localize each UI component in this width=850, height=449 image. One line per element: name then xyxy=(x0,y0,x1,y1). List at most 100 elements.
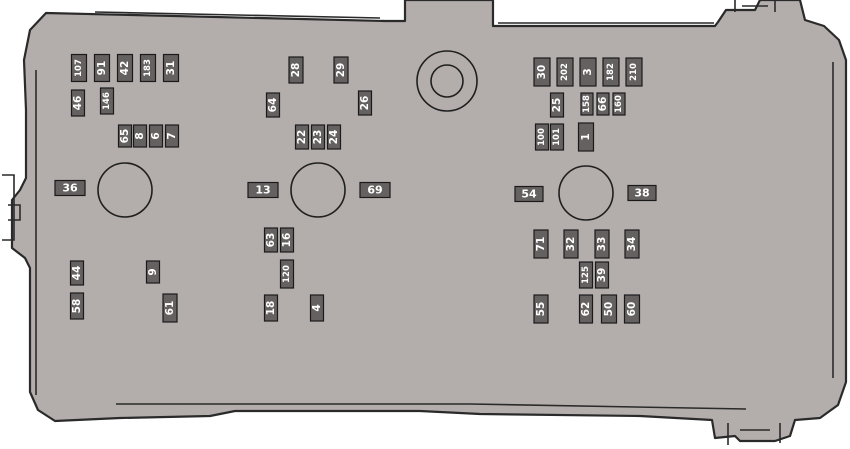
fuse-label: 31 xyxy=(165,61,177,76)
fuse-34: 34 xyxy=(624,229,640,259)
fuse-body xyxy=(263,294,279,322)
fuse-body xyxy=(117,124,133,148)
fuse-55: 55 xyxy=(533,294,549,324)
fuse-1: 1 xyxy=(577,122,595,152)
fuse-7: 7 xyxy=(164,124,180,148)
fuse-body xyxy=(288,56,304,84)
fuse-16: 16 xyxy=(279,227,295,253)
fuse-body xyxy=(580,92,594,116)
fuse-28: 28 xyxy=(288,56,304,84)
fuse-60: 60 xyxy=(623,294,641,324)
fuse-label: 23 xyxy=(312,130,324,145)
fuse-label: 50 xyxy=(603,302,615,317)
fuse-58: 58 xyxy=(69,292,85,320)
fuse-label: 38 xyxy=(634,187,649,200)
fuse-44: 44 xyxy=(69,260,85,286)
fuse-body xyxy=(263,227,279,253)
fuse-body xyxy=(600,294,618,324)
bottom-inner-rail xyxy=(116,403,747,410)
fuse-26: 26 xyxy=(357,90,373,116)
fuse-body xyxy=(69,292,85,320)
fuse-label: 100 xyxy=(537,128,547,146)
fuse-label: 158 xyxy=(582,95,592,113)
fuse-71: 71 xyxy=(533,229,549,259)
fuse-label: 3 xyxy=(582,68,594,75)
fuse-62: 62 xyxy=(578,294,594,324)
fuse-182: 182 xyxy=(602,57,620,87)
fuse-label: 46 xyxy=(72,96,84,111)
fuse-body xyxy=(625,57,643,87)
fuse-body xyxy=(533,57,551,87)
fuse-label: 42 xyxy=(119,61,131,76)
fuse-label: 1 xyxy=(580,133,592,140)
fuse-body xyxy=(309,294,325,322)
fuse-body xyxy=(533,294,549,324)
fuse-202: 202 xyxy=(556,57,574,87)
fuse-label: 65 xyxy=(119,129,131,144)
fuse-label: 29 xyxy=(335,63,347,78)
fuse-label: 120 xyxy=(282,265,292,283)
fuse-25: 25 xyxy=(549,92,565,118)
fuse-91: 91 xyxy=(93,53,111,83)
fuse-body xyxy=(549,92,565,118)
fuse-46: 46 xyxy=(70,89,86,117)
fuse-65: 65 xyxy=(117,124,133,148)
fuse-body xyxy=(294,124,310,150)
fuse-label: 9 xyxy=(147,268,159,275)
fuse-label: 61 xyxy=(164,301,176,316)
fuse-body xyxy=(148,124,164,148)
fuse-label: 16 xyxy=(281,233,293,248)
fuse-label: 55 xyxy=(535,302,547,317)
fuse-63: 63 xyxy=(263,227,279,253)
fuse-61: 61 xyxy=(162,293,178,323)
fuse-210: 210 xyxy=(625,57,643,87)
fuse-69: 69 xyxy=(359,181,391,199)
fuse-label: 101 xyxy=(552,128,562,146)
fuse-body xyxy=(54,179,86,197)
fuse-label: 24 xyxy=(328,130,340,145)
fuse-box-outline xyxy=(10,0,848,443)
fuse-label: 182 xyxy=(606,63,616,81)
fuse-32: 32 xyxy=(563,229,579,259)
fuse-146: 146 xyxy=(99,87,115,115)
fuse-body xyxy=(534,123,550,151)
top-inner-rail xyxy=(94,11,714,24)
fuse-body xyxy=(132,124,148,148)
fuse-label: 36 xyxy=(62,182,78,195)
fuse-38: 38 xyxy=(627,184,657,202)
fuse-body xyxy=(579,57,597,87)
fuse-body xyxy=(310,124,326,150)
fuse-body xyxy=(279,259,295,289)
fuse-label: 4 xyxy=(311,304,323,311)
fuse-body xyxy=(563,229,579,259)
fuse-label: 28 xyxy=(290,63,302,78)
fuse-body xyxy=(326,124,342,150)
fuse-body xyxy=(116,53,134,83)
fuse-body xyxy=(596,92,610,116)
fuse-body xyxy=(247,181,279,199)
mounting-boss-inner xyxy=(430,64,464,98)
fuse-body xyxy=(357,90,373,116)
fuse-body xyxy=(93,53,111,83)
bottom-right-tab xyxy=(727,423,781,445)
fuse-body xyxy=(99,87,115,115)
mounting-boss-outer xyxy=(416,50,478,112)
fuse-body xyxy=(624,229,640,259)
fuse-body xyxy=(602,57,620,87)
mounting-hole-left xyxy=(97,162,153,218)
fuse-label: 146 xyxy=(102,92,112,110)
fuse-183: 183 xyxy=(139,53,157,83)
fuse-label: 25 xyxy=(551,98,563,113)
fuse-label: 66 xyxy=(597,97,609,112)
fuse-label: 7 xyxy=(166,132,178,139)
fuse-body xyxy=(578,294,594,324)
fuse-label: 183 xyxy=(143,59,153,77)
fuse-label: 63 xyxy=(265,233,277,248)
fuse-30: 30 xyxy=(533,57,551,87)
fuse-29: 29 xyxy=(333,56,349,84)
fuse-13: 13 xyxy=(247,181,279,199)
fuse-label: 160 xyxy=(614,95,624,113)
fuse-body xyxy=(627,184,657,202)
left-clip xyxy=(2,174,21,241)
